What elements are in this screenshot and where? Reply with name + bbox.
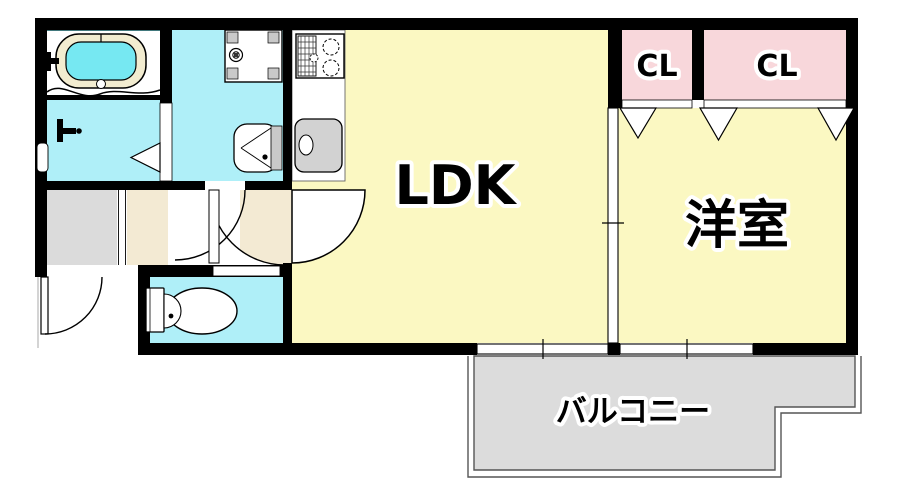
- toilet-dot: [168, 313, 174, 319]
- wall-bottom-stub: [608, 343, 620, 355]
- wall-ldk-west-lower: [283, 263, 292, 355]
- washstand-door-gap: [159, 102, 173, 182]
- ldk-label-halo: LDK: [394, 154, 517, 217]
- stove-burner: [322, 59, 340, 77]
- balcony-label-halo: バルコニー: [556, 394, 710, 430]
- washstand-room-floor: [47, 100, 160, 181]
- entry-step: [117, 190, 127, 265]
- sink-faucet: [298, 134, 314, 156]
- wall-hall-top-a: [35, 181, 205, 190]
- pan-pad: [267, 31, 280, 44]
- ldk-label: LDK: [394, 154, 517, 217]
- pan-drain-inner: [232, 51, 240, 59]
- wall-bath-laundry: [160, 30, 172, 103]
- pan-pad: [267, 67, 280, 80]
- wall-bottom-1: [138, 343, 477, 355]
- stove-burner: [322, 38, 340, 56]
- entrance-door-leaf: [40, 276, 49, 335]
- tap-body: [57, 119, 63, 142]
- bath-folding-door: [46, 87, 161, 97]
- folding-door-icon: [618, 107, 658, 140]
- closet2-floor: [704, 30, 846, 100]
- sink-body: [294, 118, 343, 173]
- basin-line: [240, 147, 272, 169]
- entry-floor: [47, 190, 117, 265]
- pan-pad: [226, 31, 239, 44]
- hall-door-leaf: [208, 189, 220, 264]
- folding-door-icon: [816, 107, 856, 142]
- basin-drain: [262, 154, 268, 160]
- western-room-floor: [618, 108, 846, 343]
- toilet-door: [212, 265, 281, 277]
- closet1-label-halo: CL: [636, 49, 677, 84]
- washer-pan-icon: [224, 29, 283, 83]
- western-room-label-halo: 洋室: [685, 196, 789, 256]
- wall-hall-top-b: [245, 181, 292, 190]
- closet2-label: CL: [756, 49, 797, 84]
- wall-right: [846, 18, 858, 355]
- ldk-partition: [607, 107, 619, 344]
- closet2-label-halo: CL: [756, 49, 797, 84]
- closet1-label: CL: [636, 49, 677, 84]
- labels: LDK LDK 洋室 洋室 CL CL CL CL バルコニー バルコニー: [390, 45, 801, 434]
- balcony-area: [467, 355, 862, 478]
- tap-handle: [76, 128, 82, 134]
- entrance-door-swing: [44, 276, 103, 335]
- wall-closet-west: [608, 18, 622, 108]
- toilet-tank: [145, 287, 165, 333]
- basin-counter: [270, 125, 283, 171]
- stove-burner-small: [309, 53, 319, 63]
- stove-body: [295, 33, 345, 79]
- wall-bottom-2: [753, 343, 858, 355]
- wall-bath-washstand: [47, 95, 160, 100]
- toilet-seat: [163, 293, 182, 329]
- wall-window-slot: [36, 142, 49, 173]
- pan-pad: [226, 67, 239, 80]
- bathtub-drain: [96, 79, 106, 89]
- balcony-outline: [467, 356, 862, 478]
- wall-kitchen-west: [283, 18, 292, 190]
- folding-door-icon: [698, 107, 739, 142]
- hallway-door-swing-fill: [210, 190, 285, 265]
- tap-spout: [63, 128, 76, 134]
- bathtub-water: [65, 41, 137, 81]
- kitchen-sink-icon: [294, 118, 343, 173]
- western-room-label: 洋室: [685, 196, 789, 256]
- stove-icon: [295, 33, 345, 79]
- closet2-door-track: [703, 99, 847, 109]
- basin-line: [240, 127, 272, 149]
- balcony-label: バルコニー: [556, 394, 710, 430]
- pan-drain-cap: [234, 53, 238, 57]
- door-swing-icon: [174, 189, 246, 261]
- closet1-floor: [622, 30, 692, 100]
- washstand-folding-door-icon: [129, 142, 161, 173]
- walls: [35, 18, 858, 355]
- bath-faucet-icon: [50, 58, 59, 64]
- ldk-door-swing: [291, 189, 366, 264]
- wall-closet-mid: [692, 18, 704, 100]
- balcony-floor: [473, 355, 856, 471]
- closet1-door-track: [621, 99, 693, 109]
- washbasin-faucet-icon: [57, 119, 82, 142]
- toilet-icon: [145, 287, 238, 335]
- bath-faucet-icon: [44, 52, 51, 71]
- washbasin-icon: [233, 123, 283, 173]
- bathtub-icon: [44, 33, 147, 89]
- wall-top: [35, 18, 858, 30]
